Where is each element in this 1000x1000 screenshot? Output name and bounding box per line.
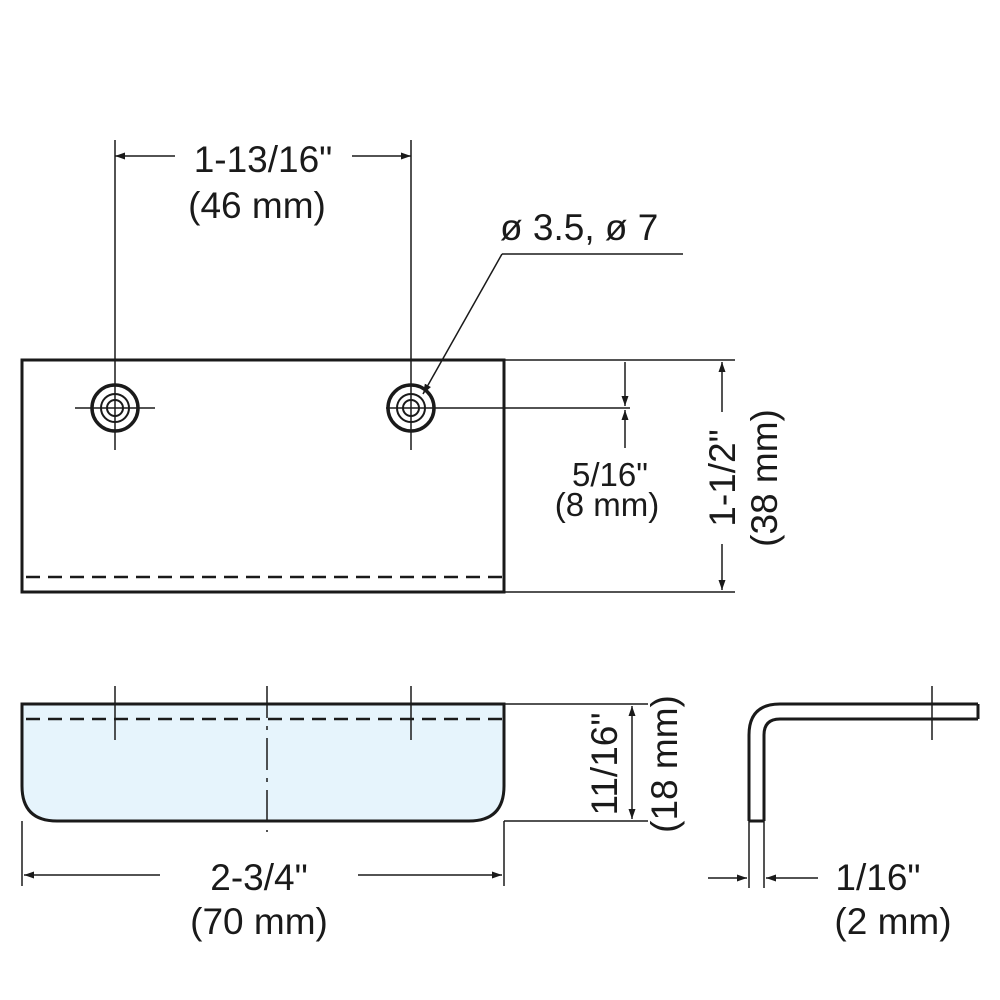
plate-width-imperial: 2-3/4" — [210, 857, 307, 898]
top-view-plate — [20, 358, 506, 594]
plate-height-imperial: 1-1/2" — [702, 429, 743, 526]
hole-diameter-label: ø 3.5, ø 7 — [500, 207, 658, 248]
side-view — [708, 686, 980, 888]
mounting-hole-left — [75, 140, 155, 450]
mounting-hole-right — [386, 140, 630, 450]
top-view — [20, 140, 735, 594]
plate-height-metric: (38 mm) — [744, 409, 785, 547]
plate-width-metric: (70 mm) — [190, 901, 328, 942]
side-view-profile-inner — [762, 717, 978, 821]
hole-spacing-imperial: 1-13/16" — [194, 139, 333, 180]
side-view-profile-outer — [747, 702, 978, 821]
front-view — [20, 686, 648, 886]
hole-spacing-metric: (46 mm) — [188, 185, 326, 226]
hole-offset-metric: (8 mm) — [555, 486, 659, 523]
diameter-leader-arrow — [422, 253, 503, 395]
front-view-body — [20, 702, 506, 823]
thickness-metric: (2 mm) — [834, 901, 951, 942]
thickness-imperial: 1/16" — [835, 857, 920, 898]
flange-depth-imperial: 11/16" — [584, 713, 625, 816]
hole-offset-imperial: 5/16" — [572, 456, 648, 493]
flange-depth-metric: (18 mm) — [644, 695, 685, 833]
